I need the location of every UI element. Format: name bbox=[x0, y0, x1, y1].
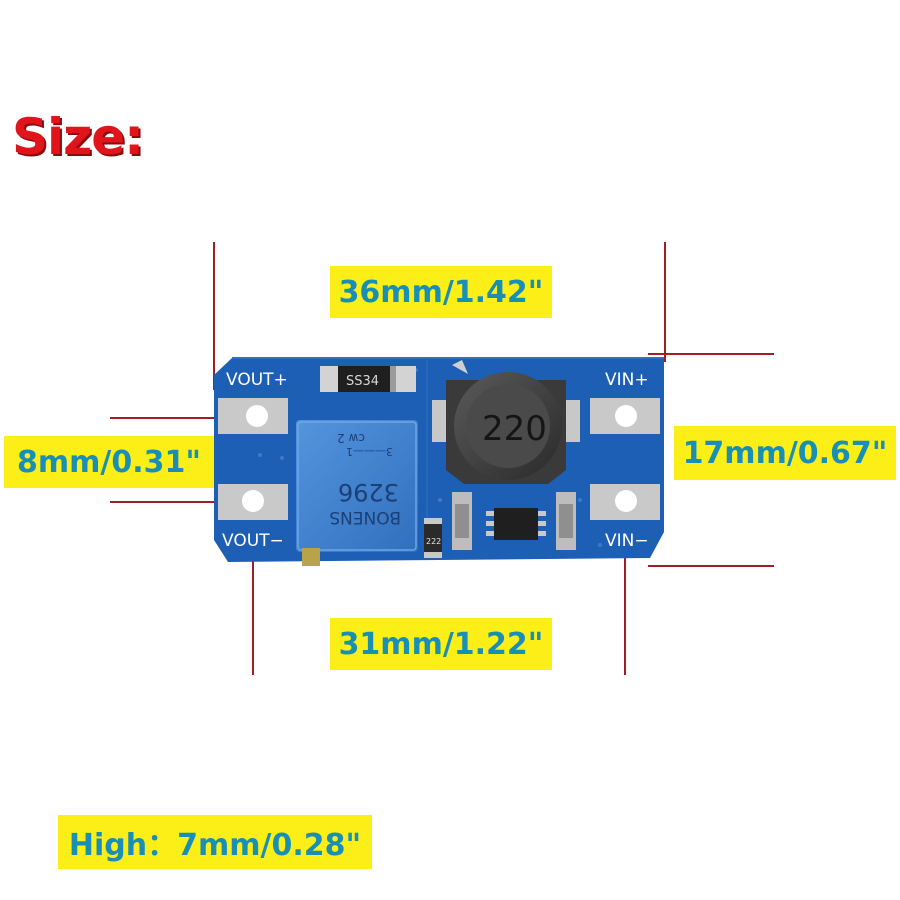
capacitor-left bbox=[452, 492, 472, 550]
capacitor-right bbox=[556, 492, 576, 550]
dimension-pad-spacing-label: 8mm/0.31" bbox=[4, 436, 214, 488]
pot-brand: BONENS bbox=[329, 507, 401, 527]
dimension-line-left-vertical bbox=[213, 242, 215, 390]
pot-code: cw 2 bbox=[337, 431, 365, 445]
pin-label-vin-minus: VIN− bbox=[605, 531, 649, 551]
dimension-pad-pitch-label: 31mm/1.22" bbox=[330, 618, 552, 670]
resistor-222: 222 bbox=[424, 518, 442, 558]
inductor-220: 220 bbox=[432, 360, 580, 484]
dimension-length-label: 36mm/1.42" bbox=[330, 266, 552, 318]
pin-label-vout-plus: VOUT+ bbox=[226, 370, 288, 390]
diode-marking: SS34 bbox=[346, 374, 379, 389]
dimension-line-vin-minus-horizontal bbox=[648, 565, 774, 567]
pin-label-vin-plus: VIN+ bbox=[605, 370, 649, 390]
pot-pins: 3———1 bbox=[346, 445, 393, 458]
dimension-width-label: 17mm/0.67" bbox=[674, 426, 896, 480]
pin-label-vout-minus: VOUT− bbox=[222, 531, 284, 551]
dimension-line-right-vertical bbox=[664, 242, 666, 362]
inductor-marking: 220 bbox=[482, 409, 547, 449]
diode-ss34: SS34 bbox=[320, 366, 416, 392]
dimension-line-vin-plus-horizontal bbox=[648, 353, 774, 355]
page-title: Size: bbox=[12, 108, 144, 166]
pad-vin-plus bbox=[590, 398, 660, 434]
pad-vout-plus bbox=[218, 398, 288, 434]
pot-model: 3296 bbox=[338, 478, 399, 506]
potentiometer-3296: BONENS 3296 cw 2 3———1 bbox=[296, 420, 418, 566]
resistor-marking: 222 bbox=[426, 537, 441, 546]
dimension-line-vout-pitch-vertical bbox=[252, 505, 254, 675]
dimension-line-vin-pitch-vertical bbox=[624, 505, 626, 675]
ic-chip bbox=[486, 508, 546, 540]
dimension-height-label: High：7mm/0.28" bbox=[58, 815, 372, 869]
pad-vin-minus bbox=[590, 484, 660, 520]
pad-vout-minus bbox=[218, 484, 288, 520]
dimension-line-vout-minus-horizontal bbox=[110, 501, 260, 503]
dimension-line-vout-plus-horizontal bbox=[110, 417, 260, 419]
